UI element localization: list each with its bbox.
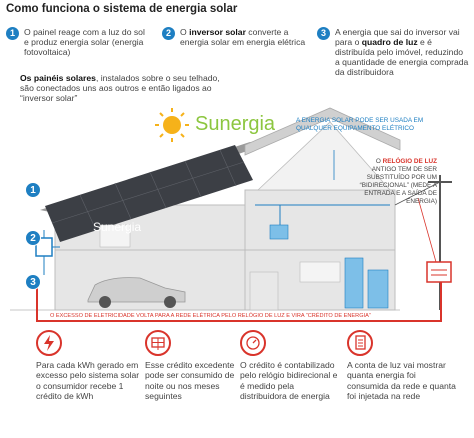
brand-logo: Sunergia [195, 113, 276, 135]
excess-line [36, 320, 442, 322]
diagram-number-2: 2 [25, 230, 41, 246]
meter-icon [240, 330, 266, 356]
house-note: A energia solar pode ser usada em qualqu… [296, 117, 424, 132]
page-title: Como funciona o sistema de energia solar [6, 3, 238, 15]
sun-icon [155, 108, 189, 142]
solar-panels [45, 145, 253, 242]
step-1-number: 1 [6, 27, 19, 40]
bottom-text-2: Esse crédito excedente pode ser consumid… [145, 360, 235, 402]
diagram-number-1: 1 [25, 182, 41, 198]
lightning-icon [36, 330, 62, 356]
bottom-text-1: Para cada kWh gerado em excesso pelo sis… [36, 360, 140, 402]
step-3-text: A energia que sai do inversor vai para o… [335, 27, 469, 77]
car-icon [87, 277, 186, 308]
panels-note: Os painéis solares, instalados sobre o s… [20, 73, 220, 103]
bidirectional-meter [426, 261, 452, 283]
step-3-number: 3 [317, 27, 330, 40]
bottom-text-3: O crédito é contabilizado pelo relógio b… [240, 360, 338, 402]
excess-banner: O excesso de eletricidade volta para a r… [48, 313, 373, 319]
step-2-number: 2 [162, 27, 175, 40]
step-2-text: O inversor solar converte a energia sola… [180, 27, 306, 47]
panel-logo: Sunergia [93, 220, 142, 234]
solar-panel-icon [145, 330, 171, 356]
diagram-number-3: 3 [25, 274, 41, 290]
meter-note: O relógio de luz antigo tem de ser subst… [359, 158, 437, 205]
bill-icon [347, 330, 373, 356]
step-1-text: O painel reage com a luz do sol e produz… [24, 27, 145, 57]
bottom-text-4: A conta de luz vai mostrar quanta energi… [347, 360, 456, 402]
